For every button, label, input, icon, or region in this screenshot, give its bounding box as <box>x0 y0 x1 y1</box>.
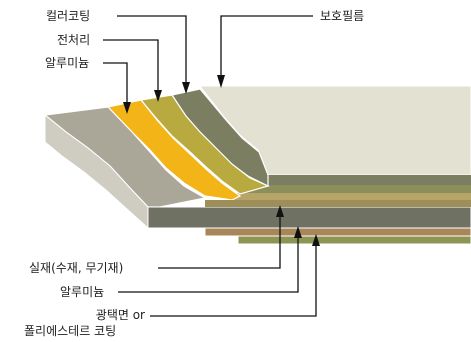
color-coating-band <box>268 175 471 185</box>
label-protective-film: 보호필름 <box>320 9 365 23</box>
label-aluminum-bottom: 알루미늄 <box>60 285 105 299</box>
label-color-coating: 컬러코팅 <box>46 9 91 23</box>
arrowheads <box>123 75 320 246</box>
label-core-material: 실재(수재, 무기재) <box>29 261 124 275</box>
bottom-aluminum-layer <box>204 227 471 237</box>
aluminum-edge <box>106 99 242 201</box>
label-pretreatment: 전처리 <box>57 33 91 47</box>
aluminum-band <box>232 193 471 200</box>
label-aluminum-top: 알루미늄 <box>45 56 90 70</box>
pretreatment-edge <box>139 94 270 195</box>
leader-lines <box>103 15 317 317</box>
label-back-coating-1: 광택면 or <box>95 308 145 322</box>
upper-pretreatment-strip <box>205 200 471 207</box>
label-back-coating-2: 폴리에스테르 코팅 <box>24 324 117 338</box>
back-coating-layer <box>237 235 471 245</box>
core-slab <box>147 206 471 229</box>
pretreatment-band <box>238 185 471 193</box>
